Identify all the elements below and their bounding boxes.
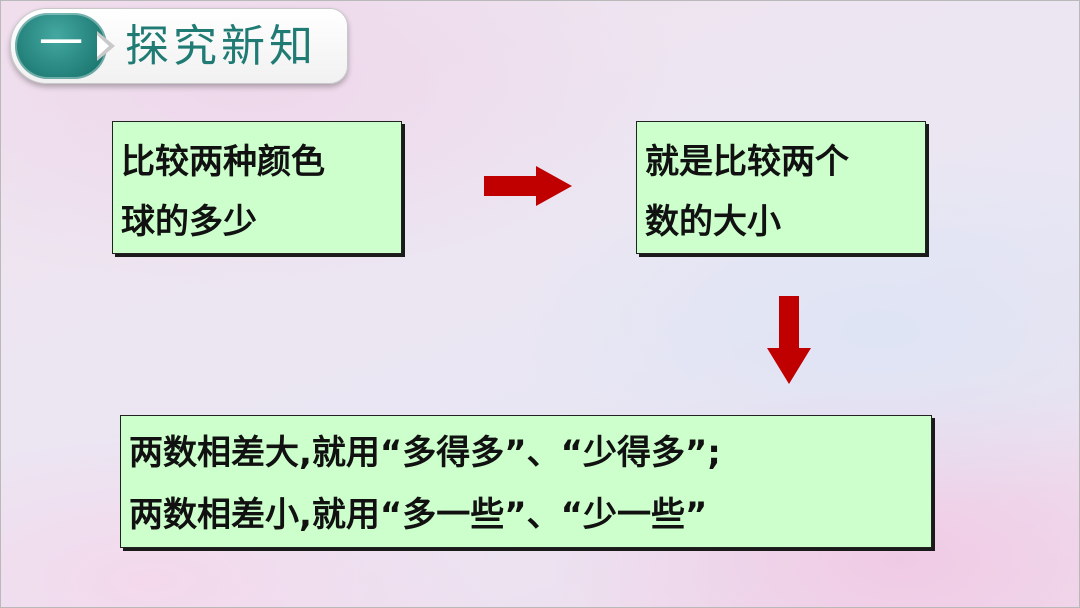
compare-numbers-line-2: 数的大小 — [645, 202, 781, 242]
compare-numbers-line-1: 就是比较两个 — [645, 142, 849, 182]
chevron-right-icon — [97, 31, 115, 61]
compare-colors-line-1: 比较两种颜色 — [121, 142, 325, 182]
compare-colors-box: 比较两种颜色 球的多少 — [112, 121, 402, 254]
section-number-circle: 一 — [15, 13, 107, 79]
conclusion-line-2: 两数相差小,就用“多一些”、“少一些” — [129, 495, 708, 535]
section-header-badge: 一 探究新知 — [10, 8, 348, 84]
conclusion-box: 两数相差大,就用“多得多”、“少得多”; 两数相差小,就用“多一些”、“少一些” — [120, 415, 932, 548]
section-number: 一 — [39, 18, 83, 69]
conclusion-line-1: 两数相差大,就用“多得多”、“少得多”; — [129, 433, 721, 473]
arrow-down-icon — [767, 296, 811, 384]
arrow-right-icon — [484, 166, 572, 206]
section-title: 探究新知 — [125, 21, 317, 72]
compare-colors-line-2: 球的多少 — [121, 202, 257, 242]
compare-numbers-box: 就是比较两个 数的大小 — [636, 121, 926, 254]
